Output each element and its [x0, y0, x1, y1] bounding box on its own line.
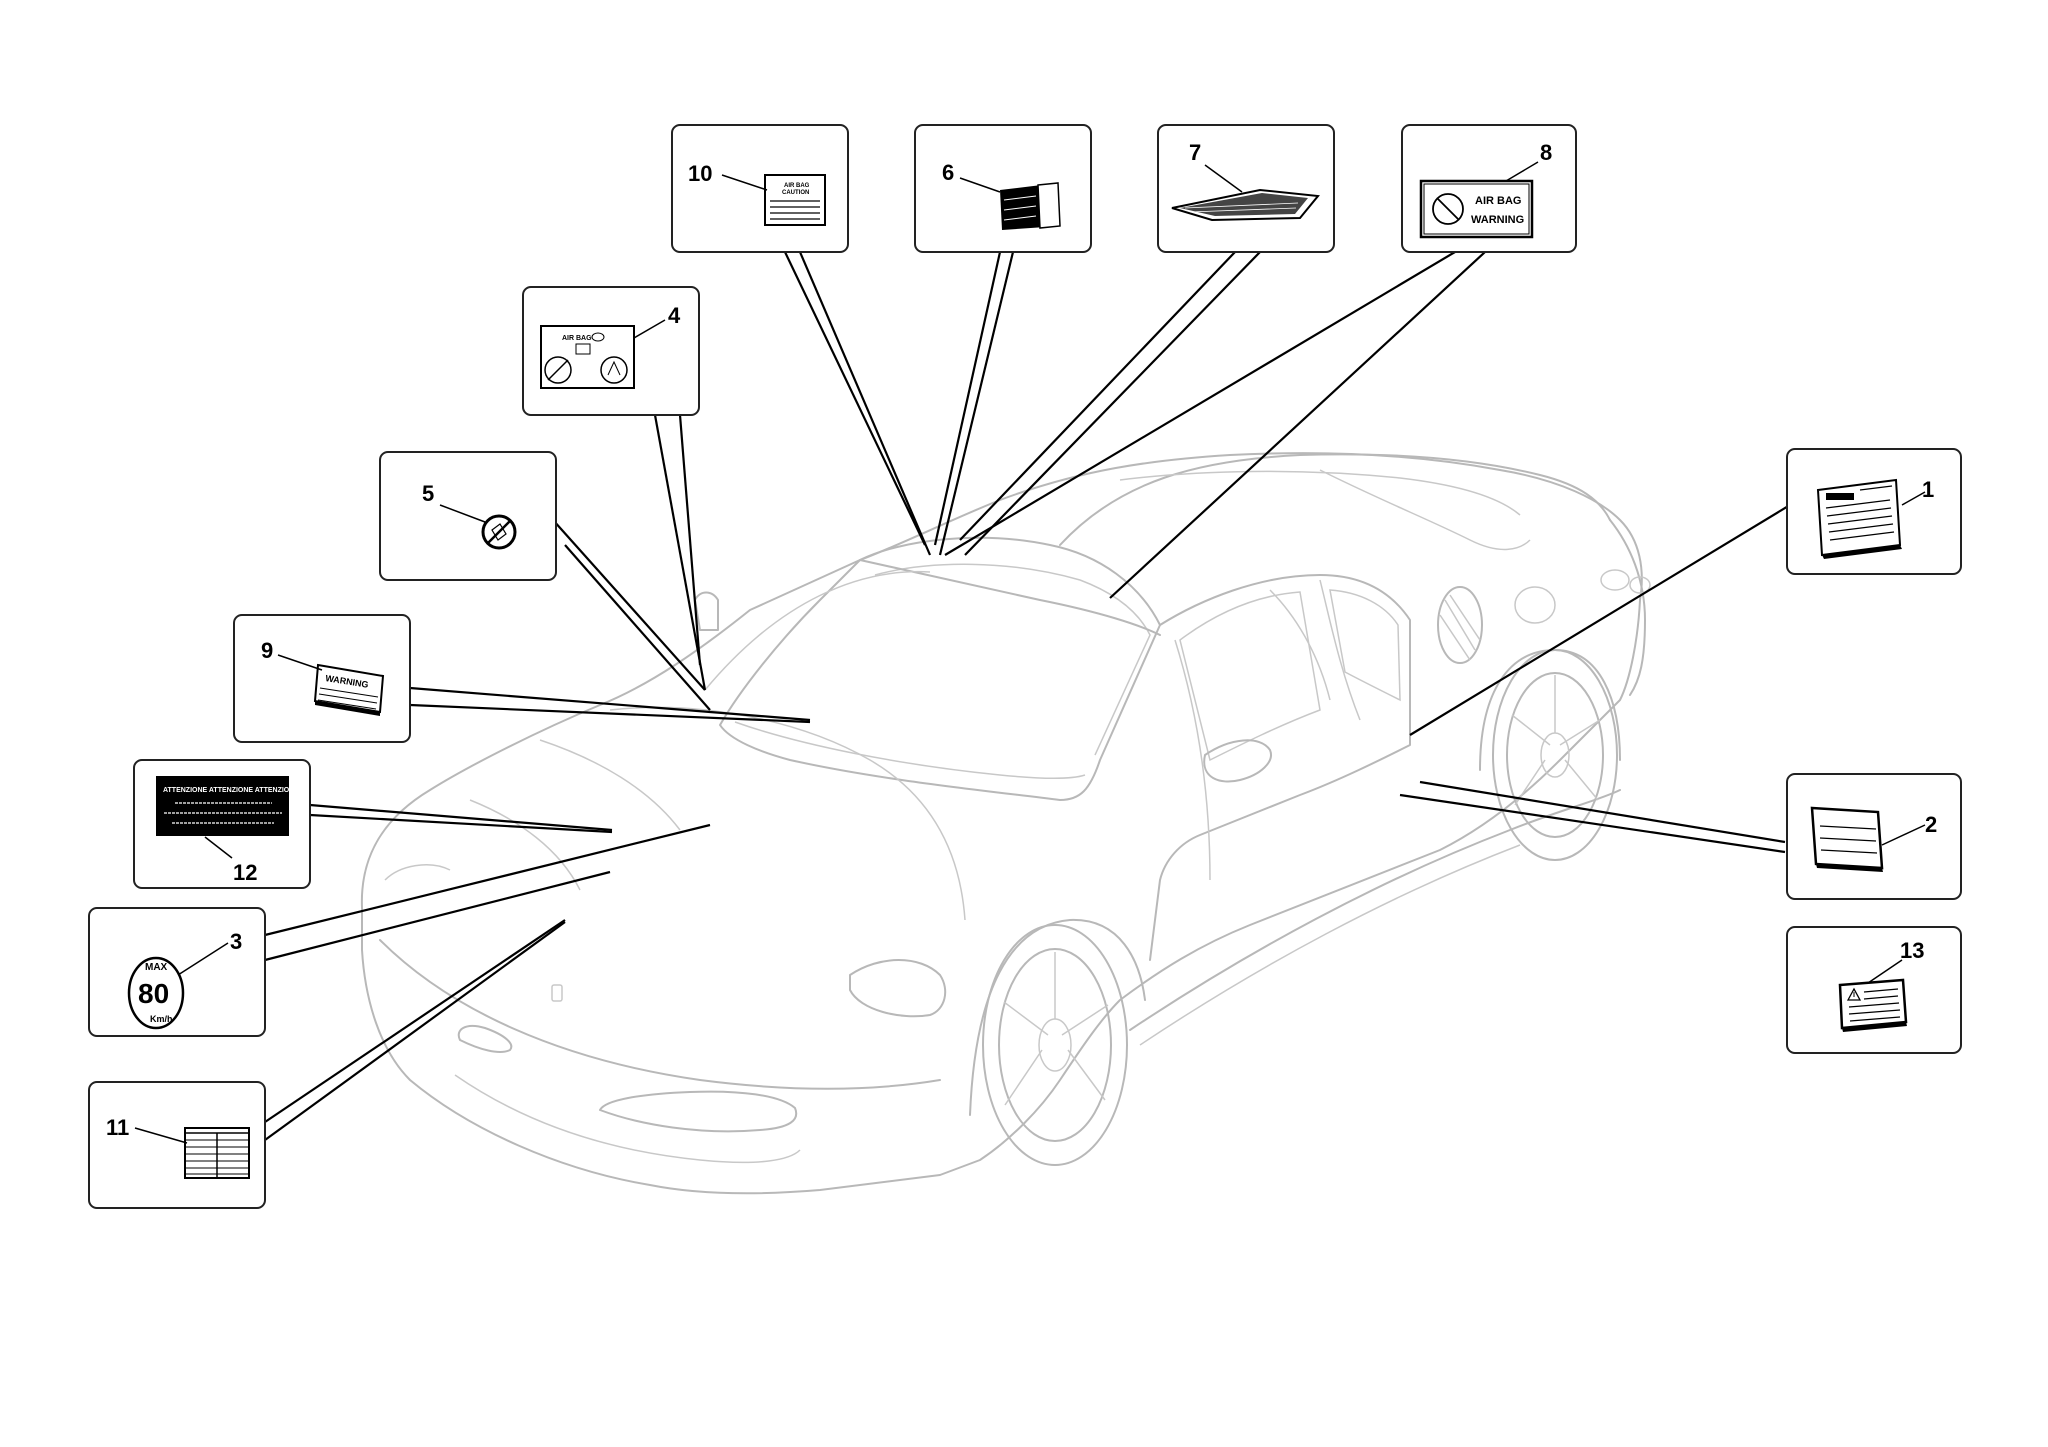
leader-8b: [1109, 251, 1486, 599]
callout-number-5: 5: [422, 481, 434, 506]
table-decal-icon: [184, 1127, 250, 1179]
leader-lines: [264, 251, 1791, 1141]
callout-box-7: 7: [1157, 124, 1335, 253]
speed-value-label: 80: [138, 978, 169, 1009]
leader-12b: [309, 813, 613, 834]
leader-8a: [944, 251, 1456, 556]
leader-3b: [264, 870, 611, 962]
callout-number-8: 8: [1540, 140, 1552, 165]
callout-6-frame: [914, 124, 1092, 253]
leader-7b: [964, 251, 1261, 556]
callout-number-13: 13: [1900, 938, 1924, 963]
airbag-caution-line1: AIR BAG: [784, 183, 810, 189]
leader-2b: [1399, 793, 1786, 854]
leader-4a: [653, 414, 707, 691]
leader-6a: [933, 251, 1002, 546]
airbag-4-label: AIR BAG: [562, 335, 592, 342]
leader-10a: [784, 251, 926, 546]
callout-number-4: 4: [668, 303, 681, 328]
callout-number-11: 11: [106, 1115, 129, 1140]
speed-limit-decal-icon: MAX 80 Km/h: [127, 956, 185, 1030]
callout-box-5: 5: [379, 451, 557, 581]
speed-max-label: MAX: [145, 962, 168, 973]
callout-box-10: 10 AIR BAG CAUTION: [671, 124, 849, 253]
leader-6b: [938, 251, 1015, 556]
leader-2a: [1419, 780, 1786, 844]
leader-10b: [798, 251, 932, 556]
callout-number-12: 12: [233, 860, 257, 885]
callout-box-9: 9 WARNING: [233, 614, 411, 743]
callout-box-1: 1: [1786, 448, 1962, 575]
leader-5a: [552, 519, 706, 691]
leader-11b: [264, 921, 566, 1141]
callout-box-11: 11: [88, 1081, 266, 1209]
leader-1: [1409, 504, 1791, 736]
callout-number-7: 7: [1189, 140, 1201, 165]
callout-7-frame: [1157, 124, 1335, 253]
callout-box-8: 8 AIR BAG WARNING: [1401, 124, 1577, 253]
windshield-strip-decal-icon: [1171, 188, 1320, 222]
callout-number-2: 2: [1925, 812, 1937, 837]
leader-5b: [564, 544, 711, 711]
airbag-caution-decal-icon: AIR BAG CAUTION: [764, 174, 826, 226]
attenzione-label: ATTENZIONE ATTENZIONE ATTENZIONE: [163, 787, 299, 794]
airbag-sunvisor-decal-icon: AIR BAG: [540, 325, 635, 389]
callout-number-1: 1: [1922, 477, 1934, 502]
no-child-seat-decal-icon: [481, 514, 517, 550]
car-outline: [360, 452, 1651, 1195]
leader-4b: [678, 414, 702, 666]
leader-7a: [959, 251, 1236, 541]
callout-number-6: 6: [942, 160, 954, 185]
leader-11a: [264, 919, 566, 1123]
attenzione-decal-icon: ATTENZIONE ATTENZIONE ATTENZIONE: [156, 776, 299, 836]
leader-12a: [309, 803, 613, 832]
warning-decal-icon: WARNING: [313, 663, 385, 716]
callout-box-3: 3 MAX 80 Km/h: [88, 907, 266, 1037]
callout-box-2: 2: [1786, 773, 1962, 900]
callout-box-12: 12 ATTENZIONE ATTENZIONE ATTENZIONE: [133, 759, 311, 889]
airbag-warning-line2: WARNING: [1471, 214, 1524, 226]
callout-box-13: 13: [1786, 926, 1962, 1054]
warning-triangle-decal-icon: [1838, 978, 1908, 1032]
leader-9a: [409, 686, 811, 722]
callout-box-4: 4 AIR BAG: [522, 286, 700, 416]
leader-9b: [409, 703, 811, 724]
airbag-warning-line1: AIR BAG: [1475, 195, 1521, 207]
callout-number-9: 9: [261, 638, 273, 663]
speed-unit-label: Km/h: [150, 1014, 173, 1024]
airbag-caution-line2: CAUTION: [782, 190, 809, 196]
leader-3a: [264, 823, 711, 937]
callout-number-3: 3: [230, 929, 242, 954]
tire-pressure-decal-icon: [1810, 806, 1884, 872]
owner-label-decal-icon: [1816, 478, 1902, 559]
callout-box-6: 6: [914, 124, 1092, 253]
callout-number-10: 10: [688, 161, 712, 186]
airbag-warning-decal-icon: AIR BAG WARNING: [1419, 179, 1534, 239]
striped-decal-icon: [1000, 182, 1061, 230]
